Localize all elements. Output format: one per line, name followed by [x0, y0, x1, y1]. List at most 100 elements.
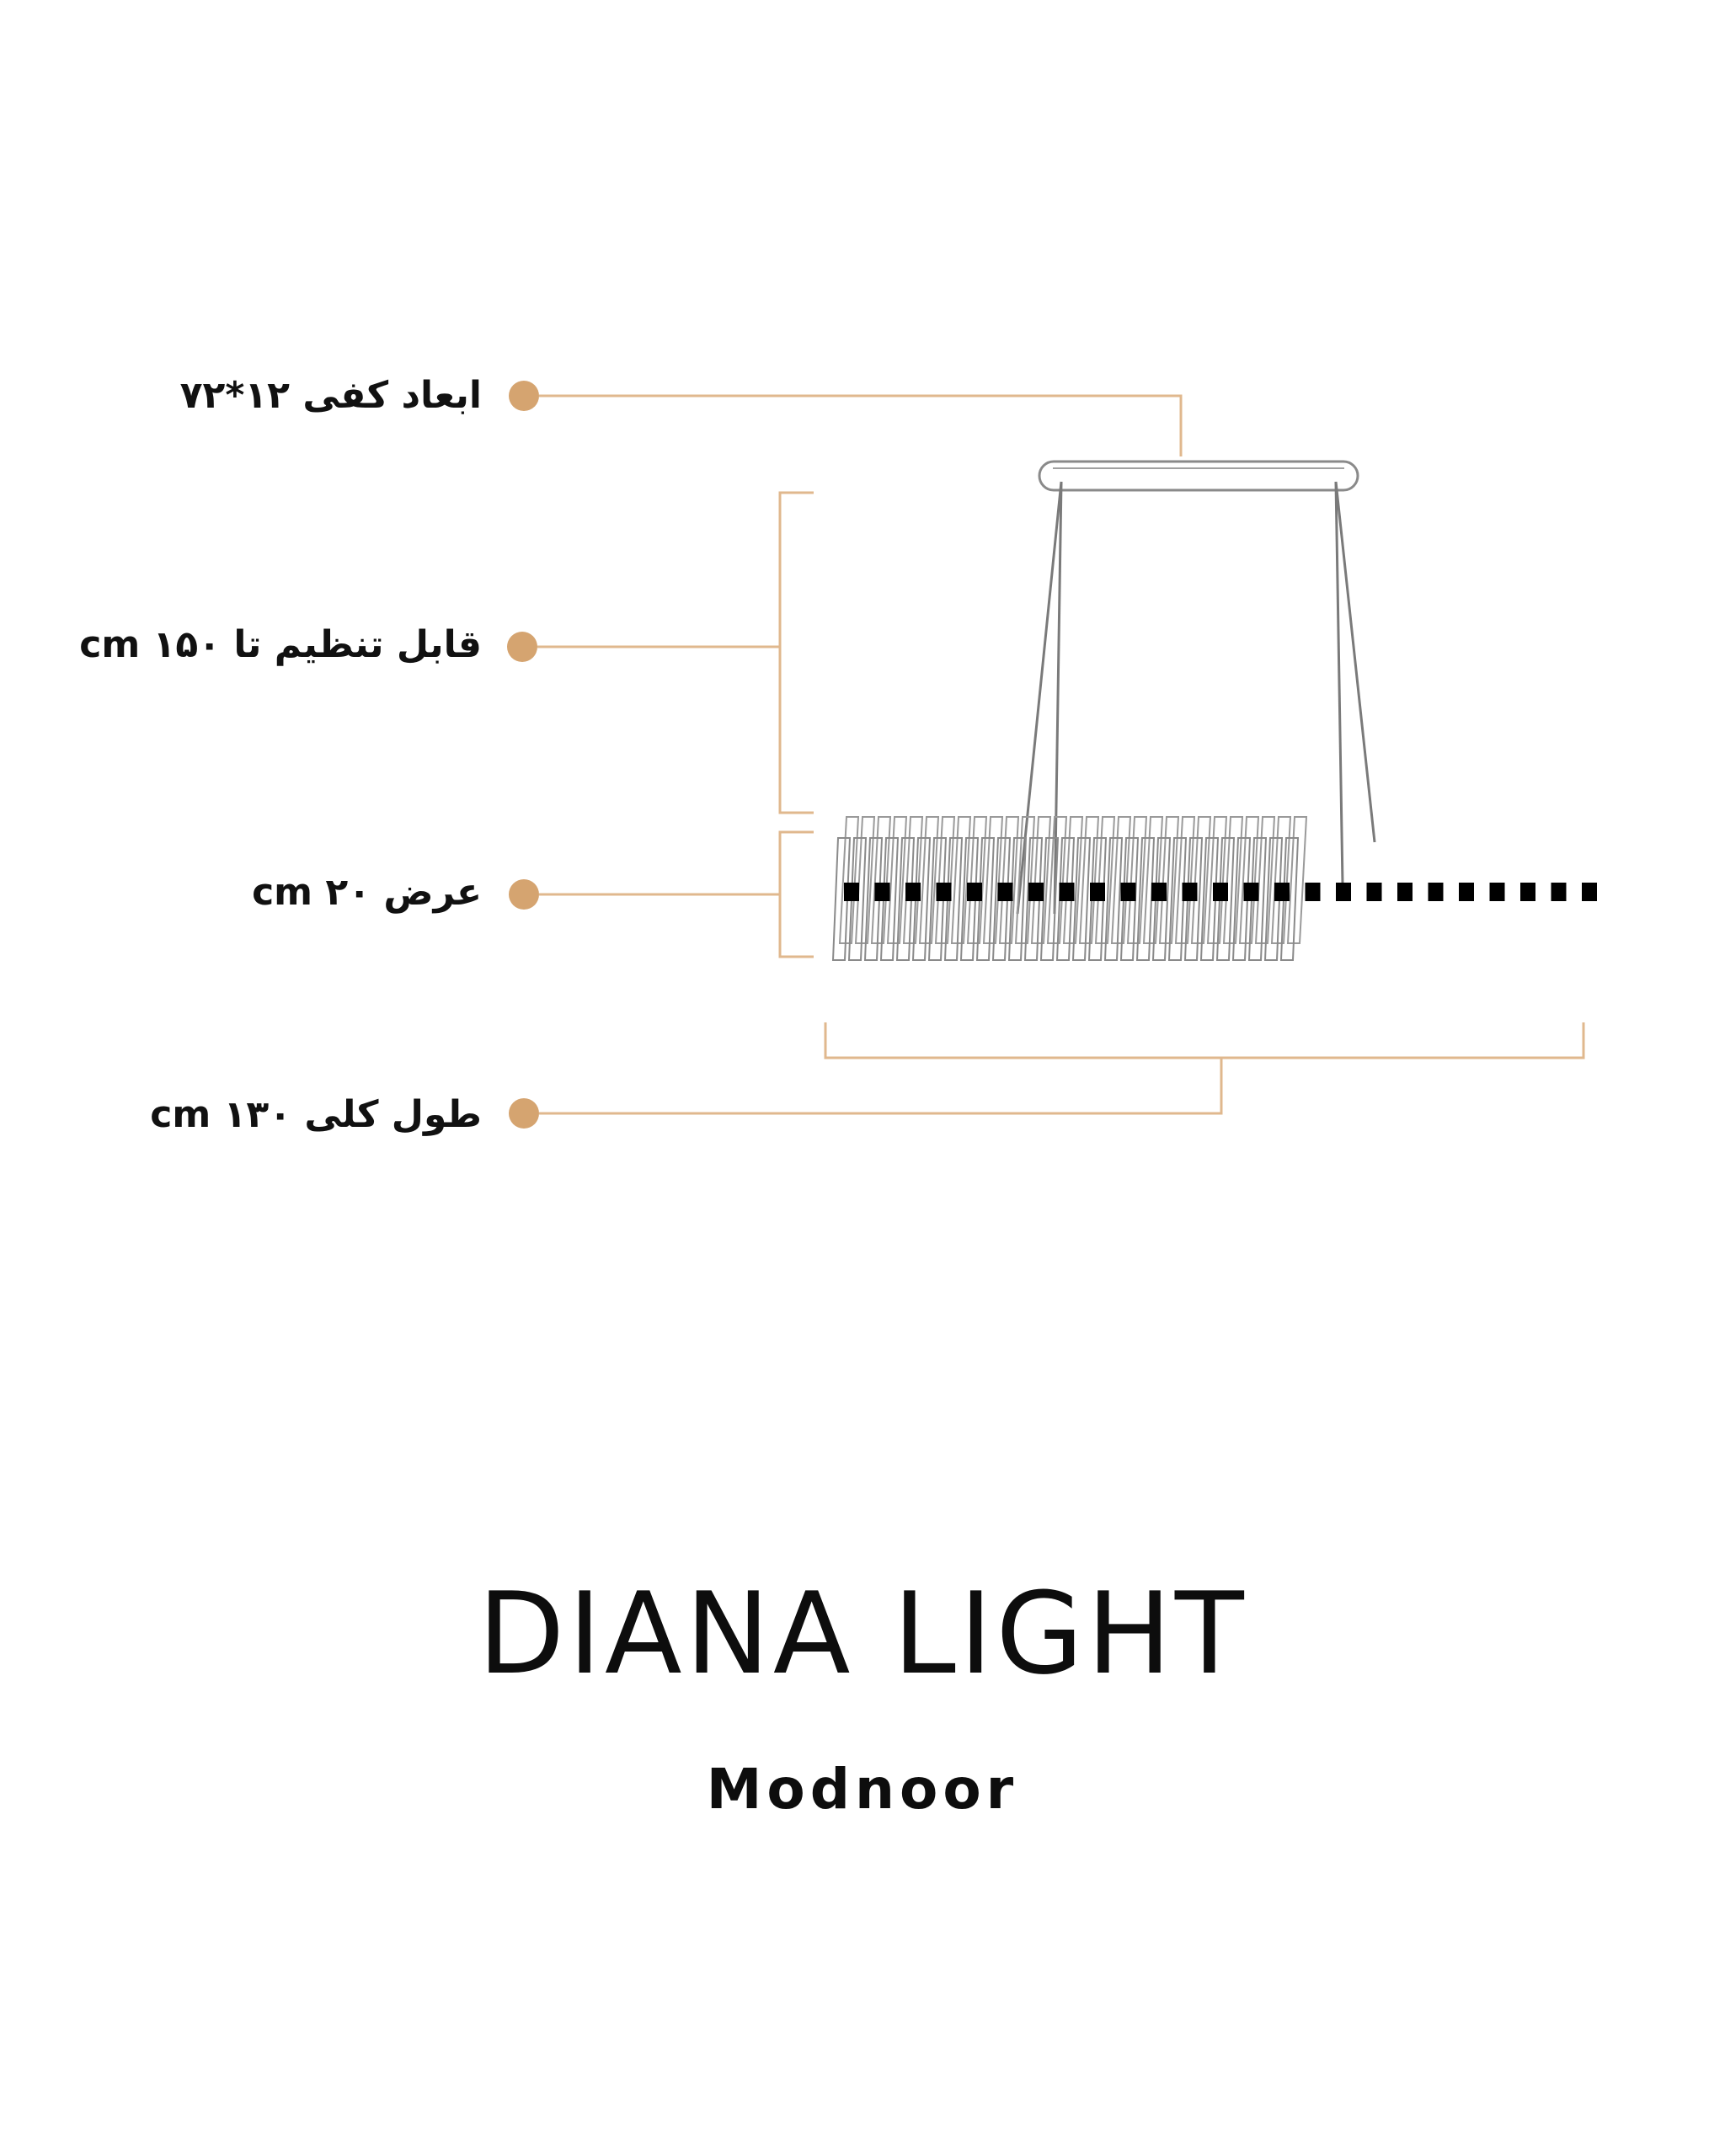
- led-block: [1366, 883, 1382, 901]
- crystal-panel: [1286, 816, 1308, 944]
- spec-width: عرض cm ۲۰: [252, 871, 482, 914]
- crystal-panel: [1126, 816, 1148, 944]
- led-block: [1336, 883, 1351, 901]
- crystal-panel: [1078, 816, 1100, 944]
- crystal-panel: [863, 837, 884, 961]
- crystal-panel: [831, 837, 852, 961]
- led-block: [874, 883, 890, 901]
- callout-length: [509, 1022, 1585, 1129]
- crystal-panel: [838, 816, 860, 944]
- led-block: [1397, 883, 1413, 901]
- callout-dot: [509, 1098, 539, 1129]
- crystal-panel: [998, 816, 1020, 944]
- led-block: [1582, 883, 1597, 901]
- height-bracket: [778, 491, 814, 814]
- callout-dot: [509, 879, 539, 910]
- led-block: [997, 883, 1013, 901]
- led-block: [1151, 883, 1167, 901]
- crystal-panel: [1119, 837, 1140, 961]
- crystal-panel: [1046, 816, 1068, 944]
- crystal-panel: [895, 837, 916, 961]
- crystal-panel: [1222, 816, 1244, 944]
- crystal-panel: [879, 837, 900, 961]
- crystal-panel: [934, 816, 956, 944]
- crystal-panel: [1094, 816, 1116, 944]
- crystal-panel: [1263, 837, 1284, 961]
- spec-adjustable-height: قابل تنظیم تا cm ۱۵۰: [79, 623, 482, 666]
- crystal-panel: [911, 837, 932, 961]
- crystal-panel: [1238, 816, 1260, 944]
- led-block: [1459, 883, 1474, 901]
- crystal-panel: [918, 816, 940, 944]
- suspension-wire: [1334, 481, 1376, 843]
- crystal-panel: [1087, 837, 1108, 961]
- led-strip: [844, 883, 1597, 901]
- crystal-panel: [1174, 816, 1196, 944]
- crystal-panel: [1023, 837, 1044, 961]
- callout-dot: [507, 632, 537, 662]
- suspension-wire: [1053, 481, 1063, 915]
- crystal-panel: [966, 816, 988, 944]
- crystal-panel: [991, 837, 1012, 961]
- spec-base-dimensions: ابعاد کفی ۱۲*۷۲: [179, 374, 482, 417]
- crystal-panel: [854, 816, 876, 944]
- crystal-panel: [982, 816, 1004, 944]
- crystal-panel: [902, 816, 924, 944]
- crystal-panel: [1103, 837, 1124, 961]
- led-block: [1489, 883, 1505, 901]
- length-bracket: [824, 1022, 1585, 1059]
- crystal-panel: [886, 816, 908, 944]
- crystal-panel: [950, 816, 972, 944]
- suspension-wire: [1334, 481, 1344, 885]
- led-block: [844, 883, 859, 901]
- crystal-panel: [1167, 837, 1188, 961]
- led-block: [1428, 883, 1444, 901]
- crystal-panel: [1254, 816, 1276, 944]
- crystal-panel: [1110, 816, 1132, 944]
- callout-leader: [539, 1058, 1223, 1115]
- crystal-panel: [975, 837, 996, 961]
- crystal-panel: [1231, 837, 1252, 961]
- led-block: [1182, 883, 1198, 901]
- callout-leader: [539, 394, 1183, 456]
- width-bracket: [778, 830, 814, 958]
- crystal-panel: [1270, 816, 1292, 944]
- crystal-panel: [1206, 816, 1228, 944]
- led-block: [1028, 883, 1044, 901]
- callout-width: [509, 830, 814, 958]
- crystal-panel: [847, 837, 868, 961]
- crystal-panel: [943, 837, 964, 961]
- crystal-panel: [1190, 816, 1212, 944]
- callout-height: [507, 491, 814, 814]
- crystal-panel: [1007, 837, 1028, 961]
- callout-base: [509, 381, 1183, 456]
- led-block: [1520, 883, 1535, 901]
- led-block: [1551, 883, 1567, 901]
- crystal-panel: [1014, 816, 1036, 944]
- led-block: [905, 883, 921, 901]
- crystal-panel: [1062, 816, 1084, 944]
- crystal-panel: [1247, 837, 1268, 961]
- crystal-panel: [1279, 837, 1300, 961]
- crystal-panel: [870, 816, 892, 944]
- crystal-panel: [1183, 837, 1204, 961]
- crystal-panel: [959, 837, 980, 961]
- led-block: [1090, 883, 1105, 901]
- crystal-panel: [927, 837, 948, 961]
- crystal-panel: [1055, 837, 1076, 961]
- led-block: [1305, 883, 1321, 901]
- lamp-illustration: [831, 460, 1597, 961]
- crystal-panel: [1158, 816, 1180, 944]
- led-block: [1274, 883, 1290, 901]
- crystal-panel: [1151, 837, 1172, 961]
- spec-total-length: طول کلی cm ۱۳۰: [150, 1093, 482, 1136]
- crystal-panel: [1142, 816, 1164, 944]
- crystal-panel: [1039, 837, 1060, 961]
- brand-logo: Modnoor: [706, 1757, 1019, 1822]
- led-block: [1213, 883, 1228, 901]
- dimension-diagram: [507, 381, 1597, 1129]
- product-title: DIANA LIGHT: [478, 1568, 1247, 1700]
- callout-dot: [509, 381, 539, 411]
- led-block: [967, 883, 982, 901]
- led-block: [1059, 883, 1075, 901]
